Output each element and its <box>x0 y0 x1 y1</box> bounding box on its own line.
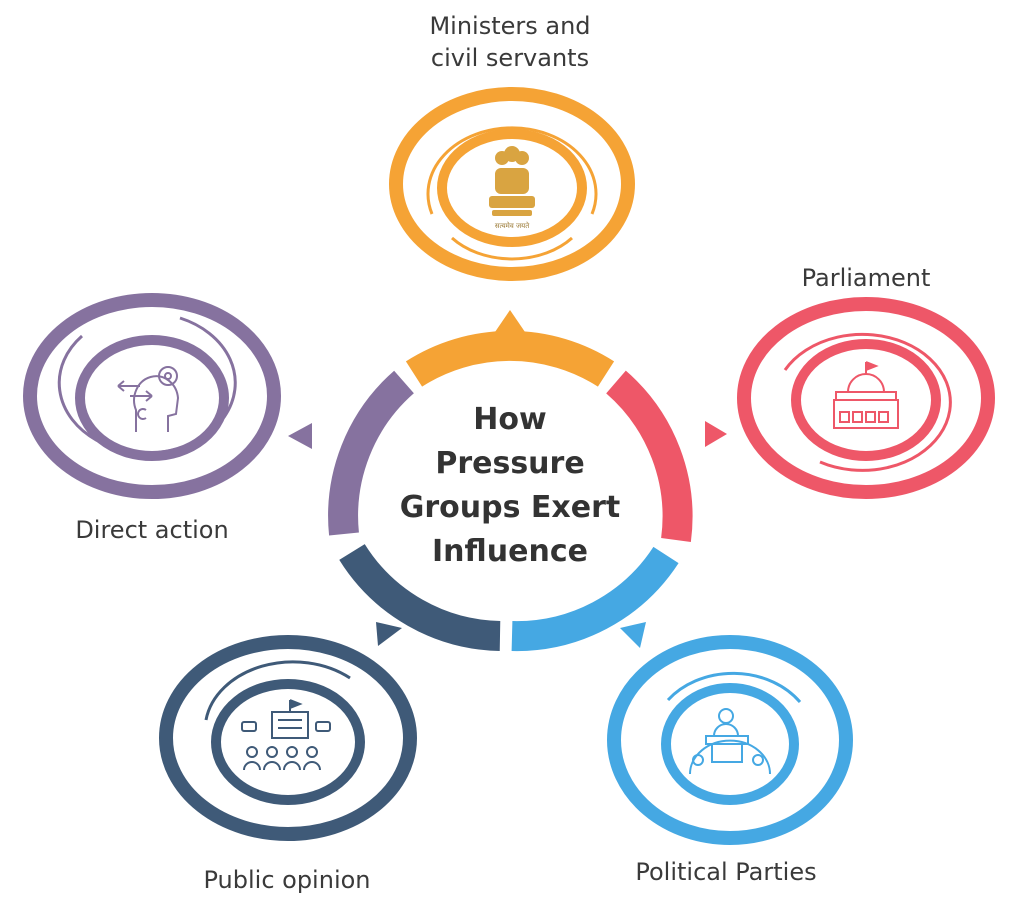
public-inner-ring <box>211 679 365 805</box>
ministers-inner-arc <box>426 126 598 215</box>
diagram-title: How Pressure Groups Exert Influence <box>360 398 660 574</box>
speaker-at-podium-icon <box>689 708 771 775</box>
center-ring-segment-ministers <box>405 330 615 387</box>
label-ministers-line-1: Ministers and <box>429 12 590 40</box>
label-direct-action: Direct action <box>75 516 228 544</box>
arrows <box>288 310 727 648</box>
node-parliament <box>737 297 995 499</box>
label-political-parties: Political Parties <box>635 858 816 886</box>
node-direct-action <box>23 293 281 499</box>
label-ministers-line-2: civil servants <box>431 44 589 72</box>
head-with-gears-icon <box>117 366 180 432</box>
label-parliament: Parliament <box>802 264 931 292</box>
emblem-caption: सत्यमेव जयते <box>495 221 530 230</box>
center-ring <box>328 330 693 652</box>
title-line-1: How <box>473 402 547 437</box>
direct-outer-ring <box>23 293 281 499</box>
node-political-parties <box>607 635 853 845</box>
label-public-opinion: Public opinion <box>203 866 370 894</box>
center-ring-segment-parties <box>511 546 679 652</box>
parliament-building-icon <box>833 361 899 429</box>
emblem-icon <box>489 146 535 216</box>
node-ministers: सत्यमेव जयते <box>389 87 635 281</box>
public-inner-arc <box>204 660 351 721</box>
center-ring-segment-direct <box>328 370 415 536</box>
ministers-inner-arc-bottom <box>451 236 573 261</box>
title-line-4: Influence <box>432 534 588 569</box>
arrow-to-parties <box>620 622 646 648</box>
parties-inner-ring <box>661 683 799 805</box>
parties-inner-arc <box>666 671 802 703</box>
parties-outer-ring <box>607 635 853 845</box>
public-outer-ring <box>159 635 417 841</box>
public-gathering-icon <box>241 699 331 771</box>
ministers-inner-ring <box>437 129 587 247</box>
arrow-to-direct <box>288 423 312 449</box>
arrow-to-ministers <box>495 310 525 332</box>
node-public-opinion <box>159 635 417 841</box>
arrow-to-parliament <box>705 421 727 447</box>
parliament-outer-ring <box>737 297 995 499</box>
node-labels: Ministers and civil servants Parliament … <box>75 12 930 894</box>
parliament-inner-arc <box>783 332 952 472</box>
title-line-2: Pressure <box>435 446 585 481</box>
arrow-to-public <box>376 622 402 646</box>
title-line-3: Groups Exert <box>399 490 621 525</box>
ministers-outer-ring <box>389 87 635 281</box>
direct-inner-ring <box>75 335 229 461</box>
center-ring-segment-public <box>339 543 501 651</box>
parliament-inner-ring <box>791 339 941 461</box>
center-ring-segment-parliament <box>605 370 693 542</box>
